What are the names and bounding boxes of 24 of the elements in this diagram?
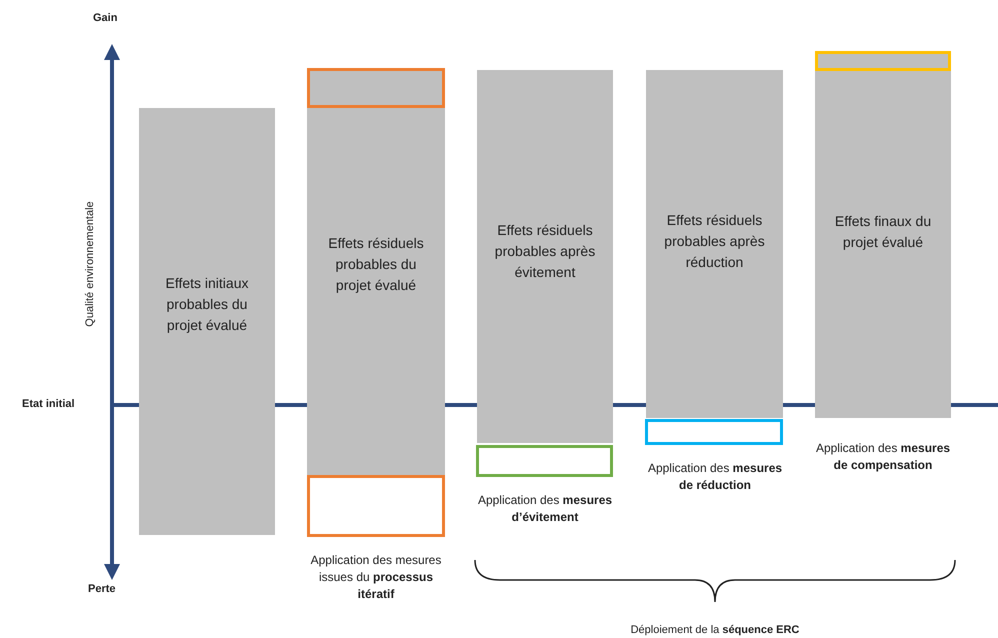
effect-bar <box>815 51 951 418</box>
measure-frame <box>307 475 445 537</box>
axis-title: Qualité environnementale <box>84 200 96 329</box>
bar-label: Effets initiaux probables du projet évalué <box>164 274 250 335</box>
brace-caption: Déploiement de la séquence ERC <box>630 623 800 638</box>
measure-frame <box>476 445 613 477</box>
bar-label: Effets finaux du projet évalué <box>834 212 932 252</box>
bar-label: Effets résiduels probables après évitement <box>494 221 596 282</box>
measure-frame <box>645 419 783 445</box>
measure-caption: Application des mesures de compensation <box>814 440 952 474</box>
measure-caption: Application des mesures de réduction <box>646 460 784 494</box>
effect-bar <box>307 68 445 475</box>
axis-label: Gain <box>93 12 118 24</box>
effect-bar <box>477 70 613 443</box>
effect-bar <box>646 70 783 418</box>
bar-label: Effets résiduels probables du projet évalué <box>327 234 425 295</box>
axis-label: Perte <box>88 583 116 595</box>
bar-label: Effets résiduels probables après réduction <box>663 211 766 272</box>
measure-frame <box>307 68 445 108</box>
measure-caption: Application des mesures d’évitement <box>476 492 614 526</box>
measure-frame <box>815 51 951 71</box>
effect-bar <box>139 108 275 535</box>
measure-caption: Application des mesures issues du processus itératif <box>310 552 442 603</box>
axis-label: Etat initial <box>22 398 75 410</box>
